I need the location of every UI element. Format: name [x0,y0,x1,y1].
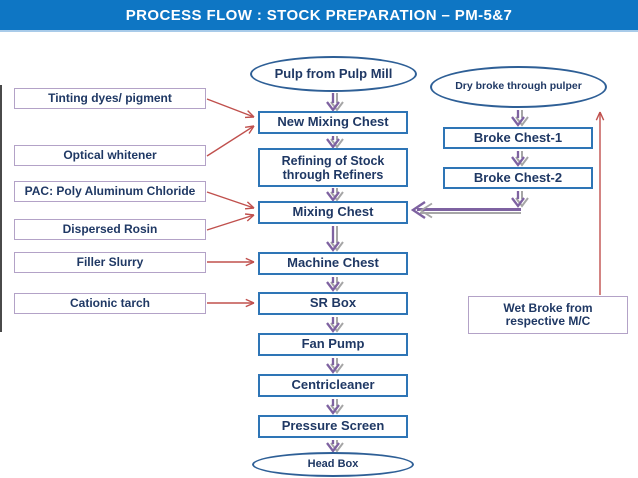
node-tinting-dyes: Tinting dyes/ pigment [14,88,206,109]
node-label: Head Box [307,458,359,471]
down-arrow-icon [511,110,525,127]
red-arrow-head [244,201,255,210]
node-pac: PAC: Poly Aluminum Chloride [14,181,206,202]
red-arrow-head [245,298,255,308]
down-arrow-icon [326,93,340,112]
node-refining: Refining of Stock through Refiners [258,148,408,187]
down-arrow-icon [326,358,340,374]
down-arrow-icon [511,151,525,167]
node-pressure-screen: Pressure Screen [258,415,408,438]
left-arrow-head [410,201,426,219]
down-arrow-shadow [330,440,344,453]
node-label: Dispersed Rosin [62,221,158,236]
node-wet-broke: Wet Broke from respective M/C [468,296,628,334]
node-dry-broke: Dry broke through pulper [430,66,607,108]
left-arrow-head-shadow [419,202,433,219]
node-label: New Mixing Chest [277,114,389,130]
down-arrow-shadow [330,136,344,149]
node-fan-pump: Fan Pump [258,333,408,356]
node-sr-box: SR Box [258,292,408,315]
node-label: Pressure Screen [281,418,385,434]
node-label: Broke Chest-1 [473,129,563,145]
red-arrow-head [244,110,255,119]
page-title: PROCESS FLOW : STOCK PREPARATION – PM-5&… [125,6,513,24]
node-broke-chest-2: Broke Chest-2 [443,167,593,189]
down-arrow-icon [326,399,340,415]
down-arrow-icon [326,277,340,292]
down-arrow-shadow [330,358,344,374]
node-pulp-source: Pulp from Pulp Mill [250,56,417,92]
red-arrow-head [245,257,255,267]
left-edge-line [0,85,2,332]
down-arrow-icon [326,317,340,333]
node-label: Refining of Stock through Refiners [281,153,385,182]
node-new-mixing-chest: New Mixing Chest [258,111,408,134]
down-arrow-shadow [515,191,529,208]
red-arrow-line [206,98,255,118]
down-arrow-shadow [515,110,529,127]
node-filler-slurry: Filler Slurry [14,252,206,273]
down-arrow-shadow [330,317,344,333]
node-cationic-starch: Cationic tarch [14,293,206,314]
down-arrow-shadow [330,399,344,415]
down-arrow-shadow [330,277,344,292]
node-label: Filler Slurry [76,254,144,269]
node-label: Fan Pump [301,336,365,352]
node-label: Mixing Chest [292,204,374,220]
node-machine-chest: Machine Chest [258,252,408,275]
node-label: Pulp from Pulp Mill [274,65,393,81]
down-arrow-icon [326,136,340,149]
node-label: Dry broke through pulper [455,80,582,93]
node-label: SR Box [309,295,357,311]
red-arrow-line [206,214,255,231]
red-arrow-line [206,125,255,157]
down-arrow-icon [511,191,525,208]
node-label: Optical whitener [63,147,157,162]
down-arrow-shadow [515,151,529,167]
down-arrow-icon [326,226,340,252]
node-centricleaner: Centricleaner [258,374,408,397]
down-arrow-shadow [330,93,344,112]
node-dispersed-rosin: Dispersed Rosin [14,219,206,240]
down-arrow-icon [326,440,340,453]
node-label: Broke Chest-2 [473,169,563,185]
red-arrow-line [206,191,255,209]
node-label: Wet Broke from respective M/C [503,300,593,328]
node-label: PAC: Poly Aluminum Chloride [24,183,196,198]
node-label: Tinting dyes/ pigment [48,90,172,105]
node-label: Machine Chest [287,255,379,271]
node-label: Centricleaner [291,377,375,393]
node-optical-whitener: Optical whitener [14,145,206,166]
node-head-box: Head Box [252,452,414,477]
red-arrow-head [595,111,605,121]
red-arrow-head [244,125,255,134]
red-arrow-head [244,213,255,222]
down-arrow-icon [326,188,340,202]
node-broke-chest-1: Broke Chest-1 [443,127,593,149]
down-arrow-shadow [330,226,344,252]
down-arrow-shadow [330,188,344,202]
node-mixing-chest: Mixing Chest [258,201,408,224]
node-label: Cationic tarch [69,295,150,310]
title-bar: PROCESS FLOW : STOCK PREPARATION – PM-5&… [0,0,638,32]
